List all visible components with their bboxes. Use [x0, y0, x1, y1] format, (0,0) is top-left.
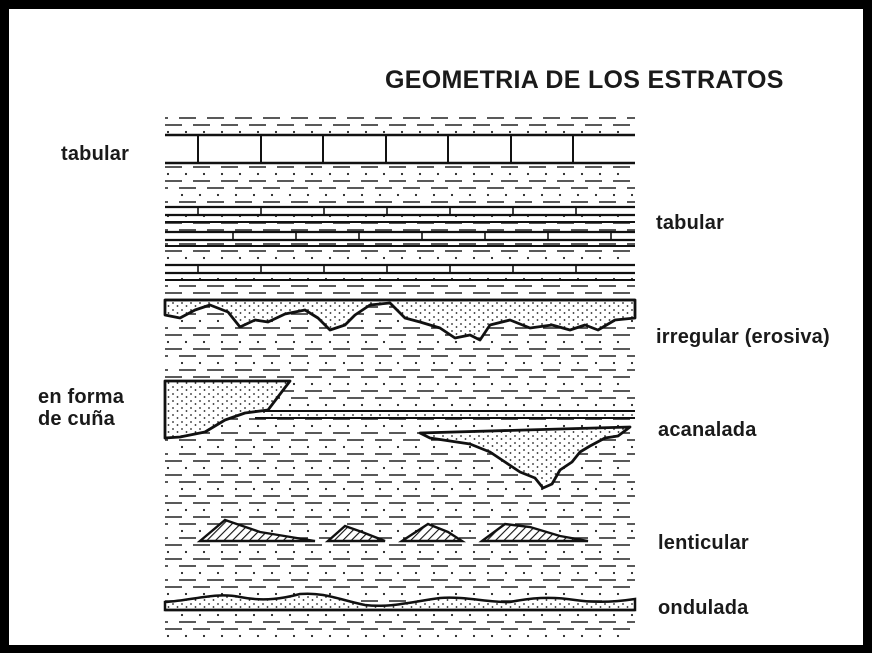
- tabular-limestone-top: [165, 133, 635, 165]
- tabular-thin-layers: [165, 205, 635, 281]
- label-ondulada: ondulada: [658, 597, 749, 619]
- label-tabular-left: tabular: [61, 143, 130, 165]
- wedge-layer: [163, 379, 635, 440]
- label-tabular-right: tabular: [656, 212, 725, 234]
- undulating-layer: [163, 592, 637, 612]
- diagram-title: GEOMETRIA DE LOS ESTRATOS: [385, 66, 784, 94]
- label-lenticular: lenticular: [658, 532, 749, 554]
- channel-layer: [418, 425, 632, 490]
- label-irregular: irregular (erosiva): [656, 326, 830, 348]
- label-cuna: en forma de cuña: [38, 386, 125, 430]
- irregular-erosive-layer: [163, 298, 637, 342]
- lenticular-lenses: [196, 518, 589, 543]
- label-acanalada: acanalada: [658, 419, 757, 441]
